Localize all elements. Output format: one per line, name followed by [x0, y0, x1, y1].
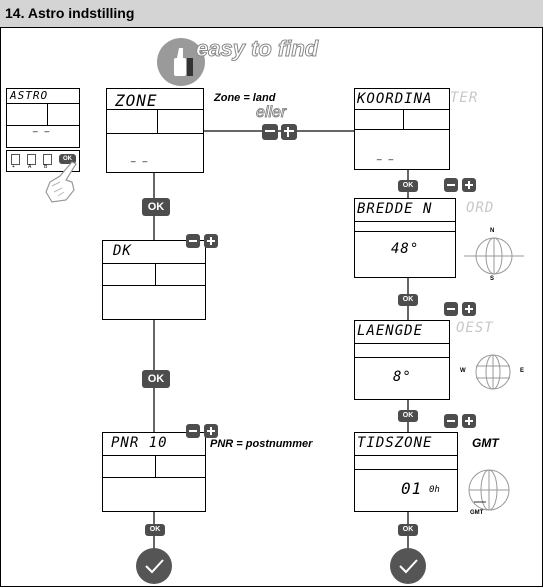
lcd-tidszone-unit: 0h [429, 485, 440, 495]
laengde-minus-button[interactable] [444, 302, 458, 316]
zone-plus-button[interactable] [281, 124, 297, 140]
lcd-laengde-ghost: OEST [456, 320, 494, 336]
key-label-a: A [28, 164, 32, 170]
lcd-astro: ASTRO – – [6, 88, 80, 148]
lcd-koordinater-text: KOORDINA [357, 91, 433, 107]
globe-gmt-label: GMT [470, 510, 484, 516]
lcd-zone-text: ZONE [115, 91, 158, 110]
lcd-zone: ZONE – – [106, 88, 204, 173]
globe-west-east-icon: W E [458, 344, 528, 400]
dk-plus-button[interactable] [204, 234, 218, 248]
eller-label: eller [256, 104, 287, 122]
ok-button-koordinater[interactable]: OK [398, 180, 418, 192]
globe-north-south-icon: N S [464, 224, 524, 284]
lcd-tidszone-text: TIDSZONE [357, 435, 433, 451]
globe-s-label: S [490, 276, 495, 282]
pnr-equals-label: PNR = postnummer [210, 438, 313, 450]
ok-button-dk[interactable]: OK [142, 370, 170, 388]
section-header: 14. Astro indstilling [0, 0, 543, 28]
lcd-koordinater-dash: – – [377, 155, 395, 164]
key-label-plus: + [12, 164, 15, 170]
lcd-laengde: LAENGDE 8° [354, 320, 450, 400]
globe-e-label: E [520, 368, 525, 374]
ok-button-bredde[interactable]: OK [398, 294, 418, 306]
lcd-koordinater: KOORDINA – – [354, 88, 450, 170]
device-keypad: OK + A B [6, 150, 80, 172]
lcd-dk: DK [102, 240, 206, 320]
tidszone-minus-button[interactable] [444, 414, 458, 428]
lcd-bredde-ghost: ORD [466, 200, 495, 216]
laengde-plus-button[interactable] [462, 302, 476, 316]
bredde-plus-button[interactable] [462, 178, 476, 192]
tidszone-plus-button[interactable] [462, 414, 476, 428]
lcd-pnr: PNR 10 [102, 432, 206, 512]
lcd-zone-dash: – – [131, 157, 149, 166]
ok-button-laengde[interactable]: OK [398, 410, 418, 422]
gmt-label: GMT [472, 436, 499, 450]
lcd-bredde-value: 48° [391, 241, 420, 257]
brand-thumb-icon [157, 38, 205, 86]
pnr-plus-button[interactable] [204, 424, 218, 438]
pointing-hand-icon [38, 158, 84, 206]
ok-button-tidszone[interactable]: OK [398, 524, 418, 536]
key-b[interactable] [43, 154, 52, 165]
lcd-koordinater-ghost: TER [450, 90, 479, 106]
ok-button-zone[interactable]: OK [142, 198, 170, 216]
lcd-tidszone-value: 01 [401, 479, 423, 498]
globe-n-label: N [490, 228, 495, 234]
lcd-laengde-text: LAENGDE [357, 323, 424, 339]
section-title: 14. Astro indstilling [5, 5, 135, 21]
lcd-tidszone: TIDSZONE 01 0h [354, 432, 458, 512]
key-plus[interactable] [11, 154, 20, 165]
key-a[interactable] [27, 154, 36, 165]
confirm-check-icon-right [390, 548, 426, 584]
pnr-minus-button[interactable] [186, 424, 200, 438]
key-ok[interactable]: OK [59, 154, 76, 164]
brand-text: easy to find [195, 36, 319, 62]
lcd-bredde-text: BREDDE N [357, 201, 433, 217]
connector-left-vertical [153, 150, 155, 570]
lcd-bredde: BREDDE N 48° [354, 198, 456, 278]
bredde-minus-button[interactable] [444, 178, 458, 192]
dk-minus-button[interactable] [186, 234, 200, 248]
lcd-pnr-text: PNR 10 [111, 435, 168, 451]
lcd-dk-text: DK [113, 243, 132, 259]
lcd-astro-dash: – – [33, 127, 51, 136]
connector-zone-koordinat [204, 130, 354, 132]
lcd-astro-text: ASTRO [10, 89, 49, 102]
zone-equals-label: Zone = land [214, 92, 276, 104]
lcd-laengde-value: 8° [393, 369, 412, 385]
globe-w-label: W [460, 368, 466, 374]
ok-button-pnr[interactable]: OK [145, 524, 165, 536]
globe-gmt-icon: GMT [460, 462, 518, 522]
key-label-b: B [44, 164, 48, 170]
zone-minus-button[interactable] [262, 124, 278, 140]
confirm-check-icon-left [136, 548, 172, 584]
